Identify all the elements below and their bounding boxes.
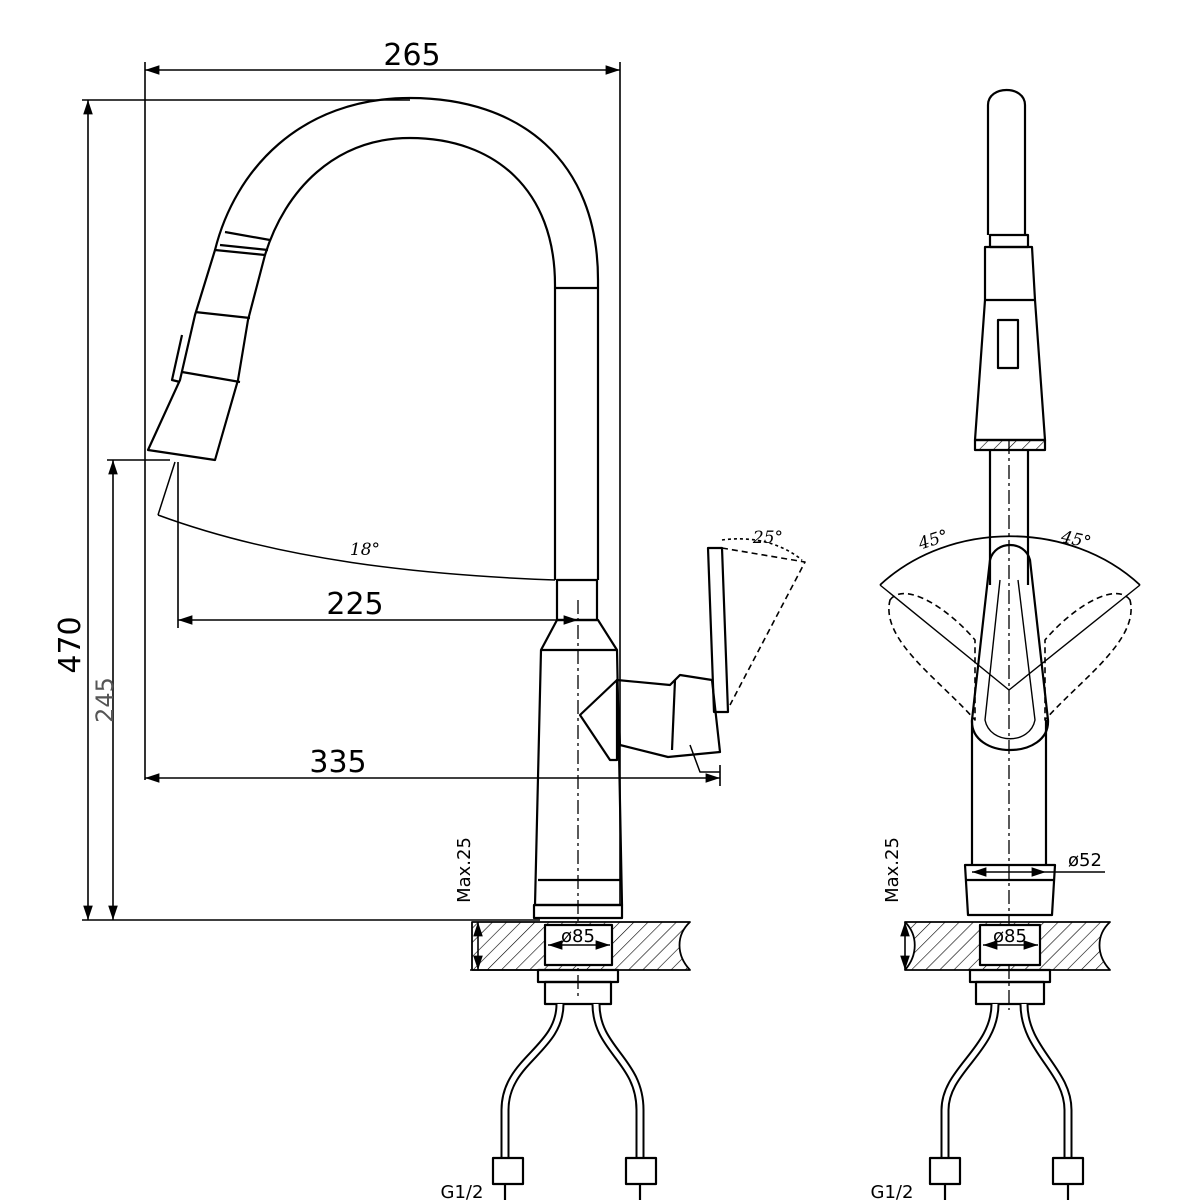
handle-joint (578, 678, 619, 762)
front-view (879, 89, 1141, 1200)
dim-max-right: Max.25 (882, 837, 903, 903)
dim-dia-base-left: ø85 (561, 926, 595, 947)
dimension-lines-left (82, 62, 803, 971)
dim-height-total: 470 (53, 616, 88, 673)
front-handle (970, 544, 1050, 751)
angle-handle-tilt: 25° (752, 528, 783, 548)
spout-inner (263, 136, 557, 580)
side-view (146, 96, 806, 1200)
angle-handle-right: 45° (1058, 527, 1093, 553)
dim-reach-spout: 225 (326, 587, 383, 622)
spray-head (146, 248, 267, 462)
dimension-lines-right (900, 867, 1105, 970)
front-spout (986, 89, 1027, 235)
dim-thread-right: G1/2 (871, 1182, 914, 1200)
spout-outer (213, 96, 600, 580)
angle-handle-left: 45° (915, 526, 951, 555)
dim-reach-handle: 335 (309, 745, 366, 780)
handle-blade (706, 546, 730, 714)
dim-dia-body: ø52 (1068, 850, 1102, 871)
handle-lever (615, 673, 722, 759)
dim-thread-left: G1/2 (441, 1182, 484, 1200)
front-spray-head (973, 245, 1047, 442)
dim-height-spout: 245 (91, 677, 119, 723)
angle-spout-swivel: 18° (350, 540, 380, 560)
dim-width-top: 265 (383, 38, 440, 73)
dim-max-left: Max.25 (454, 837, 475, 903)
dim-dia-base-right: ø85 (993, 926, 1027, 947)
